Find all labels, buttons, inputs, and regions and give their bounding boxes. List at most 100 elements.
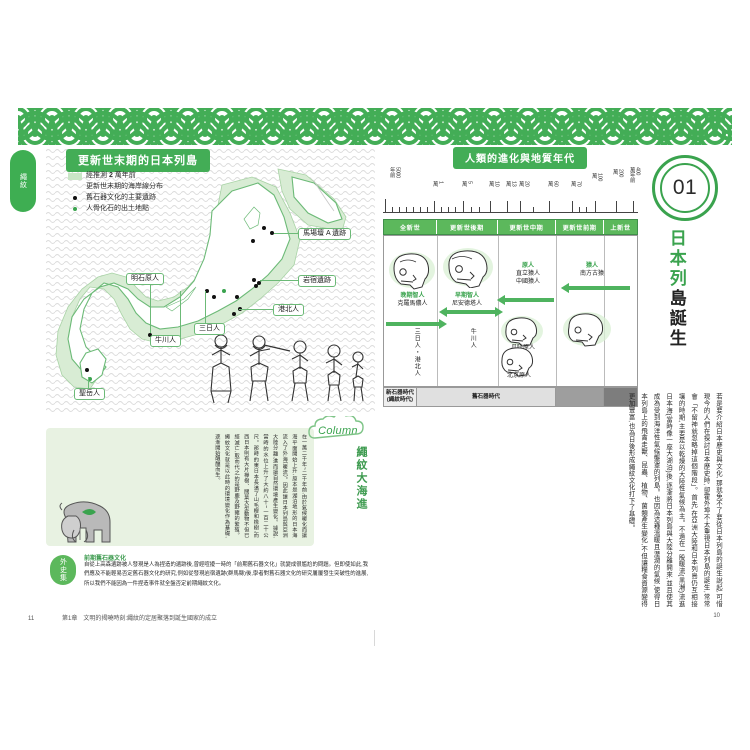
map-callout-hijiridake[interactable]: 聖岳人 (74, 388, 105, 401)
fossil-label: 北京原人 (506, 373, 531, 379)
map-callout-leader (260, 280, 300, 281)
fossil-label-pekingman: 北京原人 (496, 372, 542, 380)
legend-swatch-coastline (68, 173, 82, 180)
ruler-minor-tick (392, 207, 393, 213)
legend-dot-green-icon (73, 206, 77, 211)
species-body-panel: 晚期智人 克羅馬儂人 (383, 235, 638, 387)
chapter-title: 日本列島誕生 (666, 229, 686, 349)
map-site-dot (212, 295, 216, 299)
species-bottom-label: 直立猿人中國猿人 (515, 271, 540, 286)
seigaiha-wave-decoration (18, 100, 732, 145)
map-callout-kohoku[interactable]: 港北人 (273, 304, 304, 317)
two-page-spread: 繩紋 (10, 145, 732, 630)
map-fossil-dot (88, 377, 92, 381)
ruler-major-tick (572, 201, 573, 213)
map-callout-label: 聖岳人 (79, 390, 100, 397)
map-site-dot (232, 312, 236, 316)
era-label: 更新世後期 (450, 224, 484, 232)
era-label: 更新世前期 (562, 224, 597, 232)
ruler-major-tick (633, 201, 634, 213)
map-callout-label: 三日人 (199, 325, 220, 332)
ruler-minor-tick (413, 207, 414, 213)
column-box: 在一萬二千年~二千年前,由於氣候暖化而讓海平面開始上升,原本是湖泊地形的日本海流… (46, 428, 314, 546)
page-gutter-mark (374, 630, 375, 646)
geological-era-row: 全新世 更新世後期 更新世中期 更新世前期 上新世 (383, 219, 638, 235)
map-site-dot (85, 368, 89, 372)
era-divider (437, 236, 439, 386)
ruler-major-tick (490, 201, 491, 213)
map-callout-mikkabi[interactable]: 三日人 (194, 323, 225, 336)
ruler-minor-tick (471, 207, 472, 213)
map-site-dot (270, 231, 274, 235)
chapter-title-green: 日本列 (666, 229, 686, 289)
footer-chapter-text: 第1章 文明的揭曉時刻:繩紋的定居聚落到誕生國家的成立 (62, 616, 218, 622)
age-label: 舊石器時代 (471, 393, 500, 400)
species-label-cromagnon: 晚期智人 克羅馬儂人 (385, 292, 440, 308)
age-label: 新石器時代(繩紋時代) (385, 390, 414, 403)
page-number-right: 10 (713, 613, 720, 619)
era-cell: 全新世 (384, 220, 438, 234)
map-callout-ushikawa[interactable]: 牛川人 (150, 335, 181, 348)
gaishi-body: 自從上高森遺跡被人發現是人為捏造的遺跡後,曾經喧擾一時的「前期舊石器文化」就變成… (84, 562, 368, 587)
species-bottom-label: 南方古猿 (579, 271, 604, 278)
ruler-minor-tick (479, 207, 480, 213)
range-arrow-australopithecus (561, 283, 630, 293)
legend-item-sites: 舊石器文化的主要遺跡 (68, 193, 163, 204)
ruler-minor-tick (586, 207, 587, 213)
fossil-label: 爪哇原人 (510, 345, 535, 351)
ruler-minor-tick (441, 207, 442, 213)
map-callout-babadan[interactable]: 馬場壇 A 遺跡 (298, 228, 352, 241)
map-callout-leader (274, 233, 300, 234)
map-site-dot (262, 226, 266, 230)
legend-dot-black-icon (73, 195, 77, 200)
map-callout-label: 岩宿遺跡 (303, 277, 331, 284)
era-label: 更新世中期 (509, 224, 544, 232)
mammoth-illustration (59, 501, 111, 543)
side-tab-label: 繩紋 (19, 173, 27, 189)
main-body-text: 若是要介紹日本歷史與文化,那就免不了要從日本列島的誕生說起,可惜現今的人們在探討… (627, 393, 722, 607)
map-callout-akashi[interactable]: 明石原人 (126, 273, 164, 286)
ruler-major-tick (595, 201, 596, 213)
species-label-australopithecus: 猿人 南方古猿 (566, 262, 618, 278)
map-callout-iwajuku[interactable]: 岩宿遺跡 (298, 275, 336, 288)
skull-australopithecus-icon (563, 312, 611, 347)
species-bottom-label: 尼安德塔人 (451, 301, 482, 308)
map-site-dot (205, 289, 209, 293)
map-site-dot (252, 278, 256, 282)
map-site-dot (251, 239, 255, 243)
map-legend: 經推測 2 萬年前更新世末期的海岸線分布 舊石器文化的主要遺跡 人骨化石的出土地… (68, 171, 163, 214)
skull-cromagnon-icon (389, 252, 435, 290)
species-label-neanderthal: 早期智人 尼安德塔人 (438, 292, 496, 308)
age-cell-empty-2 (604, 388, 637, 406)
chapter-title-dark: 島誕生 (666, 289, 686, 349)
map-site-dot (235, 295, 239, 299)
side-tab-jomon[interactable]: 繩紋 (10, 150, 36, 212)
gaishi-heading: 前期舊石器文化 (84, 556, 127, 562)
species-bottom-label: 克羅馬儂人 (397, 301, 428, 308)
age-cell-neolithic: 新石器時代(繩紋時代) (384, 388, 417, 406)
map-callout-label: 港北人 (278, 306, 299, 313)
human-evolution-illustration (210, 334, 364, 404)
map-callout-label: 馬場壇 A 遺跡 (303, 230, 347, 237)
chart-title: 人類的進化與地質年代 (453, 147, 587, 169)
fossil-label-javaman: 爪哇原人 (500, 344, 546, 352)
legend-label-sites: 舊石器文化的主要遺跡 (86, 193, 156, 201)
legend-label-coastline: 經推測 2 萬年前更新世末期的海岸線分布 (86, 172, 163, 190)
ruler-major-tick (434, 201, 435, 213)
column-body-text: 在一萬二千年~二千年前,由於氣候暖化而讓海平面開始上升,原本是湖泊地形的日本海流… (214, 434, 307, 538)
map-callout-leader (239, 309, 275, 310)
era-divider (604, 236, 606, 386)
map-site-dot (257, 281, 261, 285)
